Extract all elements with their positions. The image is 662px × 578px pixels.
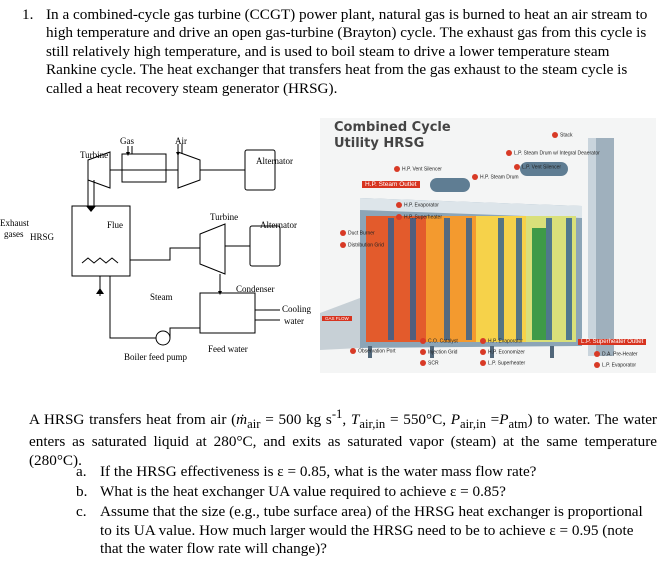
tag-duct-burner: Duct Burner xyxy=(340,230,375,236)
marker-dot-icon xyxy=(420,349,426,355)
tag-hp-silencer: H.P. Vent Silencer xyxy=(394,166,442,172)
alternator-mid-label: Alternator xyxy=(260,220,297,230)
air-label: Air xyxy=(175,136,187,146)
marker-dot-icon xyxy=(340,242,346,248)
mass-flow-symbol: ṁ xyxy=(236,411,248,429)
tag-hp-superheater: H.P. Superheater xyxy=(396,214,442,220)
hrsg-illustration: Combined Cycle Utility HRSG H.P. Steam O… xyxy=(320,118,656,373)
marker-dot-icon xyxy=(480,360,486,366)
marker-dot-icon xyxy=(480,349,486,355)
gas-label: Gas xyxy=(120,136,134,146)
illustration-title: Combined Cycle Utility HRSG xyxy=(334,120,451,152)
marker-dot-icon xyxy=(552,132,558,138)
hrsg-illustration-graphic xyxy=(320,118,656,373)
tag-distribution-grid: Distribution Grid xyxy=(340,242,384,248)
flue-label: Flue xyxy=(107,220,124,230)
hp-steam-outlet-label: H.P. Steam Outlet xyxy=(362,181,420,188)
compressor-shape xyxy=(177,151,201,189)
tag-lp-drum: L.P. Steam Drum w/ Integral Deaerator xyxy=(506,150,600,156)
cooling-label: Cooling xyxy=(282,304,312,314)
tag-injection-grid: Injection Grid xyxy=(420,349,457,355)
marker-dot-icon xyxy=(506,150,512,156)
condenser-label: Condenser xyxy=(236,284,275,294)
exhaust-label: Exhaust xyxy=(0,218,29,228)
illustration-title-line2: Utility HRSG xyxy=(334,136,425,151)
gas-turbine-shape xyxy=(87,151,111,189)
sub-questions: a. If the HRSG effectiveness is ε = 0.85… xyxy=(76,463,656,560)
marker-dot-icon xyxy=(514,164,520,170)
tag-hp-evaporator: H.P. Evaporator xyxy=(396,202,439,208)
turbine-mid-label: Turbine xyxy=(210,212,239,222)
marker-dot-icon xyxy=(394,166,400,172)
steam-label: Steam xyxy=(150,292,173,302)
steam-turbine-shape xyxy=(199,223,226,275)
question-intro: 1. In a combined-cycle gas turbine (CCGT… xyxy=(22,6,654,98)
marker-dot-icon xyxy=(420,360,426,366)
marker-dot-icon xyxy=(472,174,478,180)
marker-dot-icon xyxy=(420,338,426,344)
lp-superheater-outlet-label: L.P. Superheater Outlet xyxy=(578,339,647,345)
tag-observation-port: Observation Port xyxy=(350,348,396,354)
marker-dot-icon xyxy=(396,214,402,220)
marker-dot-icon xyxy=(594,362,600,368)
turbine-top-label: Turbine xyxy=(80,150,109,160)
marker-dot-icon xyxy=(396,202,402,208)
tag-hp-economizer: H.P. Economizer xyxy=(480,349,525,355)
marker-dot-icon xyxy=(340,230,346,236)
question-intro-text: In a combined-cycle gas turbine (CCGT) p… xyxy=(46,6,648,97)
tag-scr: SCR xyxy=(420,360,439,366)
tag-lp-silencer: L.P. Vent Silencer xyxy=(514,164,561,170)
tag-hp-drum: H.P. Steam Drum xyxy=(472,174,519,180)
gas-flow-label: GAS FLOW xyxy=(322,316,352,321)
alternator-top-label: Alternator xyxy=(256,156,293,166)
tag-lp-evaporator: L.P. Evaporator xyxy=(594,362,636,368)
problem-statement: A HRSG transfers heat from air (ṁair = 5… xyxy=(29,407,657,469)
marker-dot-icon xyxy=(350,348,356,354)
water-label: water xyxy=(284,316,304,326)
sub-question-b: b. What is the heat exchanger UA value r… xyxy=(76,483,506,501)
marker-dot-icon xyxy=(594,351,600,357)
gases-label: gases xyxy=(4,229,24,239)
sub-question-a: a. If the HRSG effectiveness is ε = 0.85… xyxy=(76,463,537,480)
tag-lp-superheater: L.P. Superheater xyxy=(480,360,525,366)
marker-dot-icon xyxy=(480,338,486,344)
tag-co-catalyst: C.O. Catalyst xyxy=(420,338,458,344)
sub-question-c: c. Assume that the size (e.g., tube surf… xyxy=(76,503,643,557)
hrsg-label: HRSG xyxy=(30,232,55,242)
illustration-title-line1: Combined Cycle xyxy=(334,120,451,135)
tag-da-preheater: D.A. Pre-Heater xyxy=(594,351,638,357)
feed-water-label: Feed water xyxy=(208,344,248,354)
cycle-diagram-lines xyxy=(71,144,281,346)
tag-stack: Stack xyxy=(552,132,573,138)
boiler-feed-pump-label: Boiler feed pump xyxy=(124,352,187,362)
question-number: 1. xyxy=(22,6,34,23)
cycle-diagram: Gas Air Turbine Alternator Exhaust gases… xyxy=(0,128,330,368)
tag-hp-evaporator-low: H.P. Evaporator xyxy=(480,338,523,344)
